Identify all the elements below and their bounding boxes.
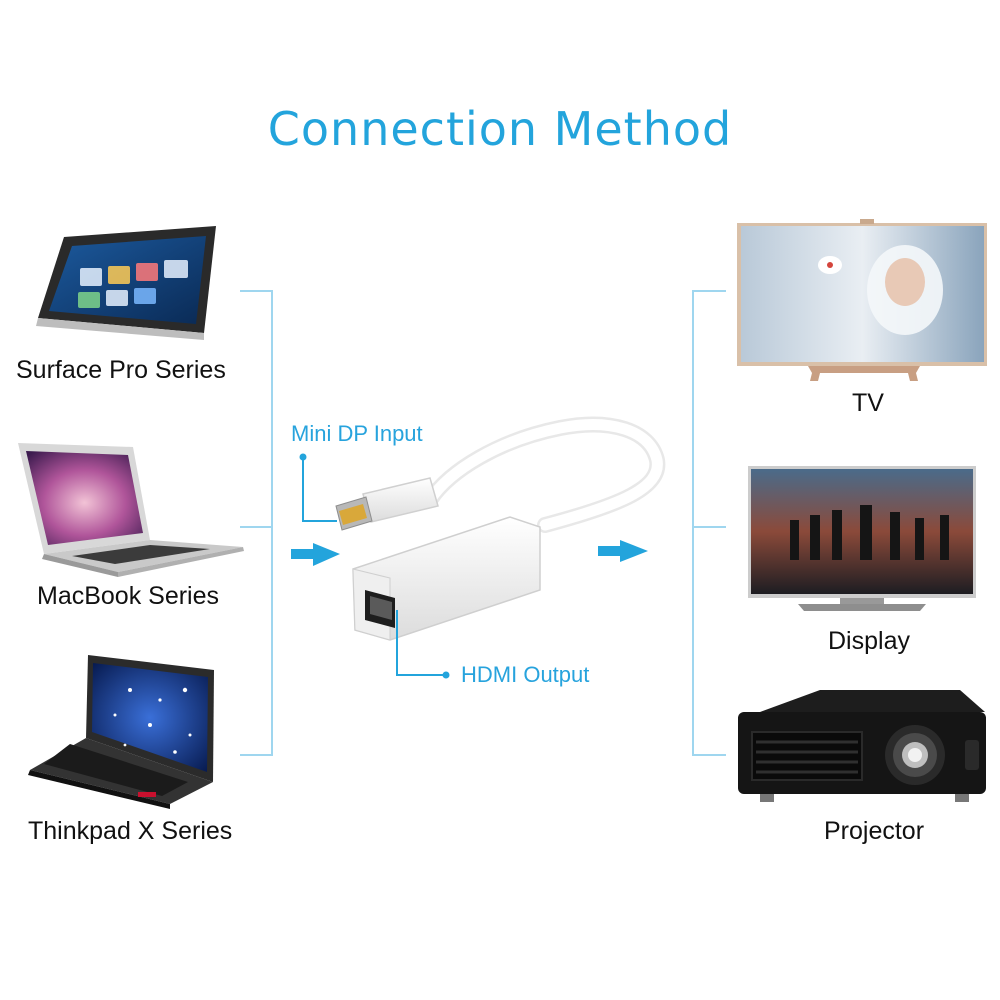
tv-icon	[737, 219, 987, 381]
tablet-icon	[36, 226, 216, 340]
right-bracket	[692, 290, 726, 756]
target-label-display: Display	[828, 627, 910, 655]
laptop-icon	[18, 443, 244, 577]
mini-dp-input-label: Mini DP Input	[291, 421, 423, 446]
arrow-right-icon	[291, 543, 340, 566]
monitor-icon	[748, 466, 976, 611]
target-label-tv: TV	[852, 389, 884, 417]
mini-dp-callout	[299, 453, 337, 522]
hdmi-callout	[396, 610, 450, 679]
hdmi-output-label: HDMI Output	[461, 662, 590, 687]
laptop-icon	[28, 655, 214, 809]
arrow-right-icon	[598, 540, 648, 562]
page-title: Connection Method	[267, 102, 733, 156]
source-label-surface-pro: Surface Pro Series	[16, 356, 226, 384]
target-label-projector: Projector	[824, 817, 925, 845]
source-label-macbook: MacBook Series	[37, 582, 220, 610]
left-bracket	[240, 290, 273, 756]
source-label-thinkpad: Thinkpad X Series	[28, 817, 233, 845]
adapter-cable	[335, 416, 666, 641]
projector-icon	[738, 690, 986, 802]
